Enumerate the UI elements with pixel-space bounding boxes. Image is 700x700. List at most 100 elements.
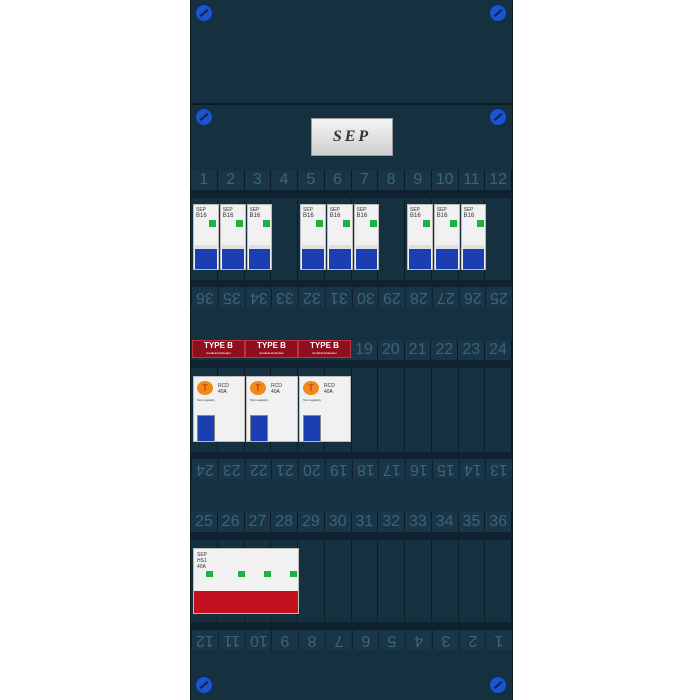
slot-number: 4: [405, 630, 432, 650]
slot-number: 6: [325, 170, 352, 190]
breaker-handle[interactable]: [435, 245, 458, 269]
slot-number: 16: [405, 459, 432, 479]
slot-number: 7: [352, 170, 379, 190]
slot-number: 32: [378, 512, 405, 532]
rcd-handle[interactable]: [303, 415, 321, 441]
breaker-handle[interactable]: [248, 245, 271, 269]
slot-number: 23: [217, 459, 245, 479]
main-switch-handle[interactable]: [194, 591, 298, 613]
rcd-handle[interactable]: [250, 415, 268, 441]
breaker-handle[interactable]: [355, 245, 378, 269]
slot-number: 12: [191, 630, 218, 650]
slot-number: 36: [485, 512, 512, 532]
slot-number: 34: [244, 287, 272, 307]
slot-number: 14: [458, 459, 486, 479]
slot-number: 32: [298, 287, 325, 307]
slot-number: 11: [459, 170, 486, 190]
slot-number: 20: [378, 340, 405, 360]
slot-number: 36: [191, 287, 218, 307]
slot-number: 26: [218, 512, 245, 532]
slot-number: 25: [485, 287, 512, 307]
slot-number: 24: [191, 459, 218, 479]
screw-icon: [489, 108, 507, 126]
rail-strip: [191, 190, 512, 198]
slot-number: 8: [298, 630, 325, 650]
slot-number: 8: [378, 170, 405, 190]
slot-number: 22: [244, 459, 272, 479]
slot-number: 4: [271, 170, 298, 190]
breaker-handle[interactable]: [195, 245, 217, 269]
slot-number: 20: [298, 459, 325, 479]
screw-icon: [195, 676, 213, 694]
slot-number: 3: [245, 170, 272, 190]
slot-number: 3: [431, 630, 459, 650]
test-button[interactable]: T: [303, 381, 319, 395]
slot-number: 18: [351, 459, 379, 479]
test-button[interactable]: T: [250, 381, 266, 395]
slot-number: 1: [191, 170, 218, 190]
screw-icon: [489, 676, 507, 694]
status-indicator: [342, 220, 350, 227]
breaker-handle[interactable]: [409, 245, 431, 269]
status-indicator: [209, 220, 216, 227]
slot-number: 35: [217, 287, 245, 307]
slot-number: 5: [298, 170, 325, 190]
breaker-handle[interactable]: [462, 245, 485, 269]
slot-number: 33: [405, 512, 432, 532]
slot-number: 24: [485, 340, 512, 360]
slot-number: 7: [324, 630, 352, 650]
slot-number: 33: [271, 287, 298, 307]
slot-number: 27: [245, 512, 272, 532]
slot-number: 5: [378, 630, 405, 650]
cover-divider: [191, 103, 512, 105]
status-indicator: [316, 220, 323, 227]
slot-number: 30: [351, 287, 379, 307]
slot-number: 22: [431, 340, 459, 360]
status-indicator: [369, 220, 377, 227]
slot-number: 31: [324, 287, 352, 307]
slot-number: 12: [485, 170, 512, 190]
breaker-handle[interactable]: [328, 245, 351, 269]
breaker-handle[interactable]: [302, 245, 324, 269]
rail-strip: [191, 452, 512, 460]
slot-number: 23: [458, 340, 486, 360]
brand-logo: SEP: [311, 118, 393, 156]
slot-number: 19: [351, 340, 378, 360]
breaker-handle[interactable]: [221, 245, 244, 269]
slot-number: 21: [405, 340, 432, 360]
slot-number: 19: [324, 459, 352, 479]
slot-number: 29: [298, 512, 325, 532]
rail-strip: [191, 360, 512, 368]
slot-number: 13: [485, 459, 512, 479]
rail-strip: [191, 532, 512, 540]
rcd-handle[interactable]: [197, 415, 215, 441]
slot-number: 34: [432, 512, 459, 532]
status-indicator: [235, 220, 243, 227]
slot-number: 21: [271, 459, 298, 479]
test-button[interactable]: T: [197, 381, 213, 395]
slot-number: 28: [271, 512, 298, 532]
slot-number: 35: [459, 512, 486, 532]
screw-icon: [195, 108, 213, 126]
